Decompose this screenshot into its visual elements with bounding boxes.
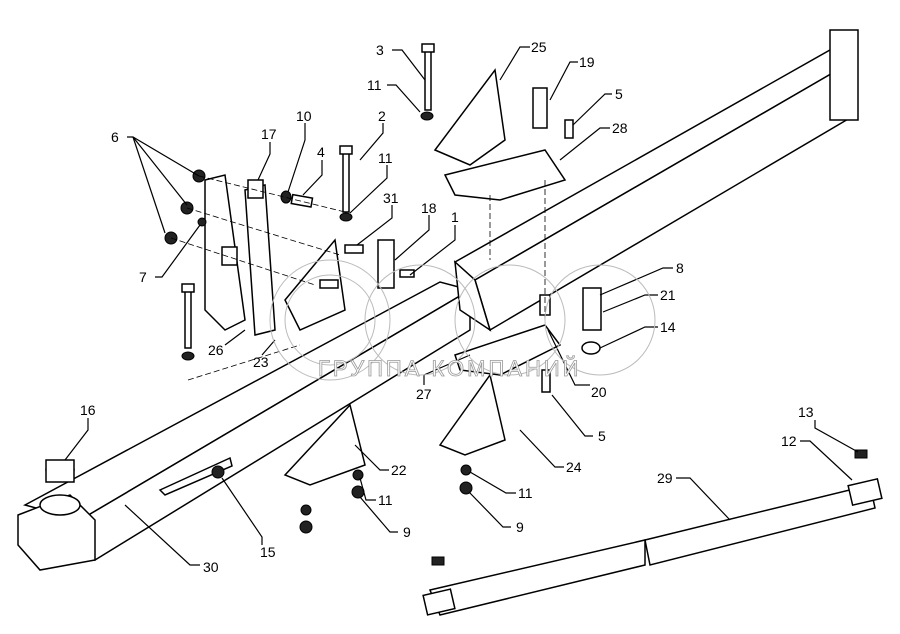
callout-24: 24: [566, 459, 582, 475]
leader-lines: [64, 46, 859, 566]
callout-17: 17: [261, 126, 277, 142]
callout-19: 19: [579, 54, 595, 70]
callout-5: 5: [598, 428, 606, 444]
callout-20: 20: [591, 384, 607, 400]
fasteners: [164, 43, 574, 534]
telescopic-bar: [422, 449, 883, 616]
callout-11: 11: [367, 77, 382, 93]
callout-1: 1: [451, 209, 459, 225]
callout-4: 4: [317, 144, 325, 160]
callout-18: 18: [421, 200, 437, 216]
callout-29: 29: [657, 470, 673, 486]
callout-31: 31: [383, 190, 399, 206]
callout-28: 28: [612, 120, 628, 136]
callout-25: 25: [531, 39, 547, 55]
callout-16: 16: [80, 402, 96, 418]
callout-11: 11: [378, 492, 393, 508]
callout-11: 11: [378, 150, 393, 166]
callout-23: 23: [253, 354, 269, 370]
callout-9: 9: [403, 524, 411, 540]
callouts: 3 11 25 19 5 28 10 2 17 6 4 11 31 18 1 7…: [80, 39, 814, 575]
callout-5: 5: [615, 86, 623, 102]
callout-3: 3: [376, 42, 384, 58]
callout-10: 10: [296, 108, 312, 124]
callout-12: 12: [781, 433, 797, 449]
callout-14: 14: [660, 319, 676, 335]
callout-8: 8: [676, 260, 684, 276]
callout-7: 7: [139, 269, 147, 285]
main-beam: [17, 29, 859, 571]
callout-6: 6: [111, 129, 119, 145]
callout-21: 21: [660, 287, 676, 303]
callout-11: 11: [518, 485, 533, 501]
callout-15: 15: [260, 544, 276, 560]
brackets: [45, 68, 602, 496]
callout-30: 30: [203, 559, 219, 575]
callout-27: 27: [416, 386, 432, 402]
watermark-subtitle: ГРУППА КОМПАНИЙ: [318, 356, 582, 381]
callout-9: 9: [516, 519, 524, 535]
callout-13: 13: [798, 404, 814, 420]
callout-26: 26: [208, 342, 224, 358]
callout-22: 22: [391, 462, 407, 478]
callout-2: 2: [378, 108, 386, 124]
watermark-logo: ГРУППА КОМПАНИЙ: [269, 259, 656, 381]
